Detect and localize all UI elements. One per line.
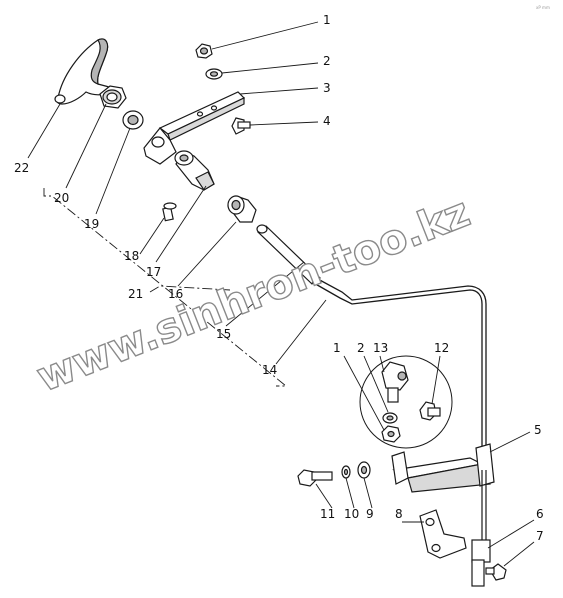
bracket-5 xyxy=(391,443,495,493)
clamp-6 xyxy=(471,470,491,587)
leader-19 xyxy=(95,127,131,215)
callout-17: 17 xyxy=(146,265,161,279)
sleeve-16 xyxy=(227,195,257,223)
leader-2 xyxy=(221,62,319,74)
callout-15: 15 xyxy=(216,327,231,341)
callout-2-lower: 2 xyxy=(357,341,365,355)
callout-5: 5 xyxy=(534,423,542,437)
leader-3 xyxy=(239,87,319,95)
callout-14: 14 xyxy=(262,363,277,377)
callout-6: 6 xyxy=(536,507,544,521)
leader-20 xyxy=(65,103,107,189)
callout-21: 21 xyxy=(128,287,143,301)
leader-4 xyxy=(249,121,319,126)
assembly-axis-line-21 xyxy=(149,285,231,293)
callout-3: 3 xyxy=(323,81,331,95)
callout-19: 19 xyxy=(84,217,99,231)
fitting-17 xyxy=(174,150,215,191)
corner-mark: xP mm xyxy=(536,5,550,10)
nut-1 xyxy=(195,43,213,59)
callout-4: 4 xyxy=(323,114,331,128)
leader-17 xyxy=(155,185,207,263)
callout-7: 7 xyxy=(536,529,544,543)
leader-13 xyxy=(379,355,385,373)
fitting-13 xyxy=(381,361,409,403)
rod-15 xyxy=(256,224,321,285)
leader-1 xyxy=(211,21,319,50)
leader-1-lower xyxy=(343,355,385,431)
callout-22: 22 xyxy=(14,161,29,175)
callout-1: 1 xyxy=(323,13,331,27)
washer-9 xyxy=(357,461,371,479)
bracket-8 xyxy=(419,509,467,559)
knob-22 xyxy=(54,38,113,105)
leader-7 xyxy=(503,541,535,567)
leader-10 xyxy=(345,477,355,509)
callout-20: 20 xyxy=(54,191,69,205)
screw-7 xyxy=(485,563,507,581)
leader-9 xyxy=(363,477,373,509)
control-rod-14 xyxy=(311,277,487,470)
callout-18: 18 xyxy=(124,249,139,263)
leader-2-lower xyxy=(363,355,389,413)
bracket-3 xyxy=(143,91,246,165)
washer-10 xyxy=(341,465,351,479)
leader-22 xyxy=(27,103,61,159)
nut-1-lower xyxy=(381,425,401,443)
nut-20 xyxy=(99,85,127,109)
callout-1-lower: 1 xyxy=(333,341,341,355)
leader-14 xyxy=(275,299,327,365)
bolt-12 xyxy=(419,401,441,421)
callout-11: 11 xyxy=(320,507,335,521)
bolt-4 xyxy=(231,117,251,135)
callout-9: 9 xyxy=(366,507,374,521)
leader-12 xyxy=(431,355,441,405)
leader-18 xyxy=(139,217,165,255)
callout-8: 8 xyxy=(395,507,403,521)
leader-6 xyxy=(487,519,535,549)
bolt-11 xyxy=(297,469,333,487)
leader-11 xyxy=(315,483,333,509)
leader-16 xyxy=(177,221,237,287)
callout-16: 16 xyxy=(168,287,183,301)
leader-15 xyxy=(225,261,305,327)
leader-5 xyxy=(489,431,531,453)
washer-19 xyxy=(122,110,144,130)
stud-18 xyxy=(162,202,177,222)
callout-2: 2 xyxy=(323,54,331,68)
callout-13: 13 xyxy=(373,341,388,355)
callout-12: 12 xyxy=(434,341,449,355)
assembly-axis-line xyxy=(43,188,288,387)
washer-2 xyxy=(205,68,223,80)
washer-2-lower xyxy=(382,412,398,424)
detail-circle xyxy=(359,355,453,449)
callout-10: 10 xyxy=(344,507,359,521)
